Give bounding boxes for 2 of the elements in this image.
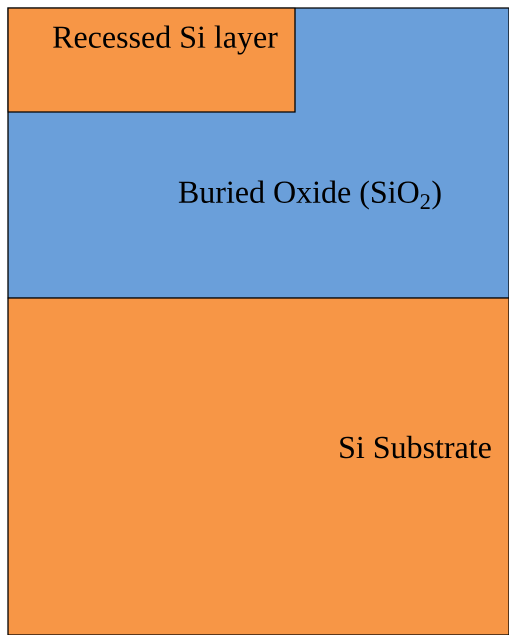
recessed-si-layer: Recessed Si layer [7,7,296,113]
si-substrate-layer: Si Substrate [7,297,509,635]
